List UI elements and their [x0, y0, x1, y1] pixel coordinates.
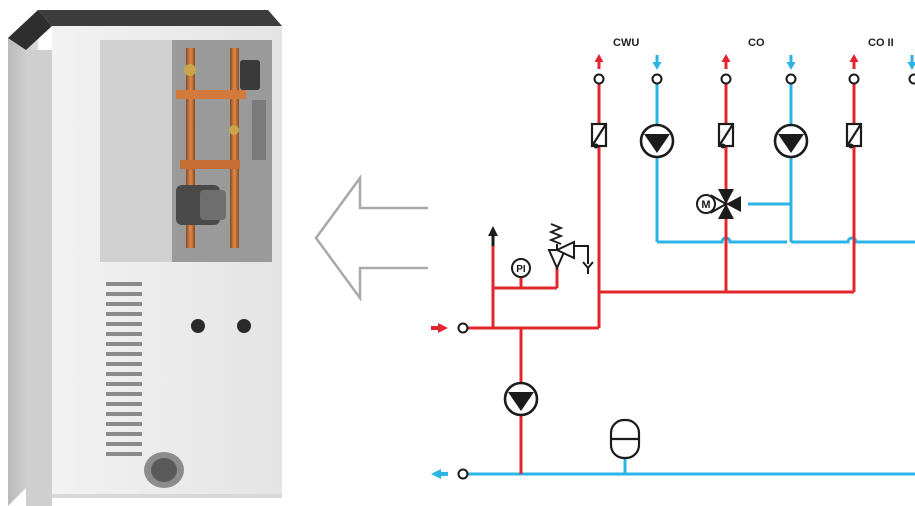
connection-cwu-return — [651, 73, 663, 85]
motorised-mixing-valve: M — [696, 189, 741, 219]
boiler-supply-inlet — [431, 322, 469, 334]
pump-boiler — [503, 381, 539, 417]
check-valve-cwu — [590, 122, 608, 149]
connection-cwu-supply — [593, 73, 605, 85]
pressure-indicator: PI — [511, 258, 531, 278]
boiler-pipe-stub-right — [237, 319, 251, 333]
boiler-unit-illustration — [8, 10, 282, 506]
check-valve-co2 — [845, 122, 863, 149]
motor-symbol — [696, 194, 716, 214]
label-co2: CO II — [868, 37, 894, 49]
arrow-down-co2-return — [907, 55, 915, 70]
boiler-pipe-stub-left — [191, 319, 205, 333]
safety-relief-valve — [547, 223, 594, 274]
expansion-vessel — [609, 418, 641, 460]
zoom-outline-arrow — [314, 174, 428, 302]
pump-cwu — [639, 123, 675, 159]
arrow-up-co2-supply — [849, 54, 859, 69]
motor-label: M — [701, 199, 710, 211]
air-vent-arrow — [488, 226, 498, 246]
connection-co2-return — [908, 73, 915, 85]
boiler-return-outlet — [431, 468, 469, 480]
arrow-down-cwu-return — [652, 55, 662, 70]
pressure-indicator-label: PI — [516, 264, 526, 275]
label-co: CO — [748, 37, 765, 49]
arrow-up-co-supply — [721, 54, 731, 69]
connection-co2-supply — [848, 73, 860, 85]
hydraulic-schematic: CWU CO CO II — [431, 37, 915, 480]
boiler-vent-louvres — [106, 282, 142, 456]
connection-co-return — [785, 73, 797, 85]
connection-co-supply — [720, 73, 732, 85]
boiler-top-lid — [38, 10, 282, 26]
label-cwu: CWU — [613, 37, 639, 49]
arrow-up-cwu-supply — [594, 54, 604, 69]
pump-co — [773, 123, 809, 159]
outlet-arrows — [594, 54, 915, 70]
check-valve-co — [717, 122, 735, 149]
boiler-internal-piping — [176, 48, 266, 248]
connection-points — [593, 73, 915, 85]
arrow-down-co-return — [786, 55, 796, 70]
